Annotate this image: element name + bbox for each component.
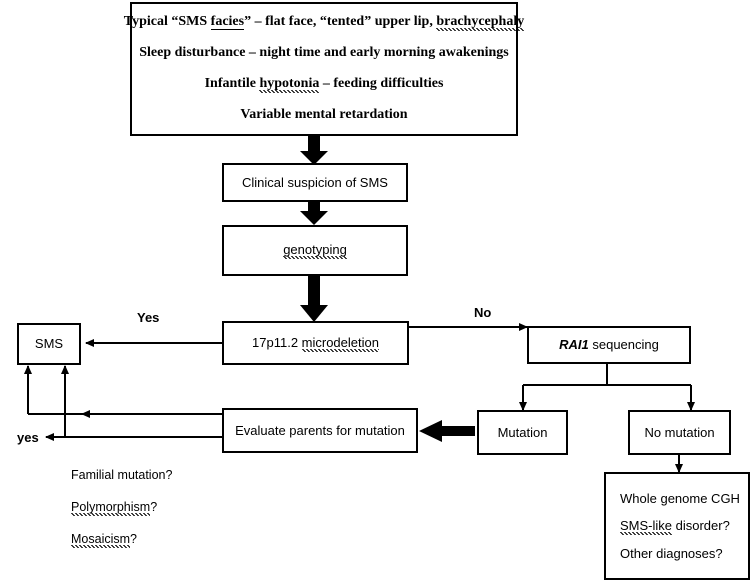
question-polymorphism: Polymorphism? [71,500,158,516]
node-evaluate-parents: Evaluate parents for mutation [222,408,418,453]
clinical-features-box: Typical “SMS facies” – flat face, “tente… [124,2,525,136]
node-workup-box: Whole genome CGH SMS-like disorder? Othe… [604,472,750,580]
node-no-mutation-label: No mutation [644,424,715,440]
node-mutation-label: Mutation [497,424,548,440]
node-mutation: Mutation [477,410,568,455]
feature-line-2: Sleep disturbance – night time and early… [139,45,509,61]
feature-line-1: Typical “SMS facies” – flat face, “tente… [123,14,525,32]
node-clinical-suspicion-label: Clinical suspicion of SMS [242,174,388,190]
edge-rai1-split [519,363,695,411]
node-rai1-sequencing-suffix: sequencing [588,337,659,353]
node-microdeletion-label: 17p11.2 microdeletion [252,335,379,353]
node-sms-label: SMS [34,336,64,352]
question-mosaicism: Mosaicism? [71,532,137,548]
question-familial-mutation: Familial mutation? [71,468,173,482]
edge-suspicion-to-genotyping [300,200,328,225]
node-no-mutation: No mutation [628,410,731,455]
node-evaluate-parents-label: Evaluate parents for mutation [235,422,405,438]
edge-mutation-to-evaluate [419,420,475,442]
edge-label-yes-lower: yes [17,430,39,445]
node-clinical-suspicion: Clinical suspicion of SMS [222,163,408,202]
node-rai1-sequencing-label: RAI1 sequencing [559,337,659,353]
node-genotyping-label: genotyping [283,241,347,260]
edge-label-yes-upper: Yes [137,310,160,325]
edge-genotyping-to-microdeletion [300,275,328,322]
gene-symbol-rai1: RAI1 [559,337,589,353]
workup-line-3: Other diagnoses? [620,545,723,561]
node-microdeletion: 17p11.2 microdeletion [222,321,409,365]
edge-label-no: No [474,305,492,320]
node-genotyping: genotyping [222,225,408,276]
node-rai1-sequencing: RAI1 sequencing [527,326,691,364]
edge-features-to-suspicion [300,136,328,165]
workup-line-1: Whole genome CGH [620,490,740,506]
feature-line-4: Variable mental retardation [240,106,408,122]
edge-evaluate-to-yes [45,365,222,441]
edge-evaluate-to-sms [24,365,222,418]
feature-line-3: Infantile hypotonia – feeding difficulti… [204,76,444,93]
workup-line-2: SMS-like disorder? [620,518,730,536]
node-sms: SMS [17,323,81,365]
